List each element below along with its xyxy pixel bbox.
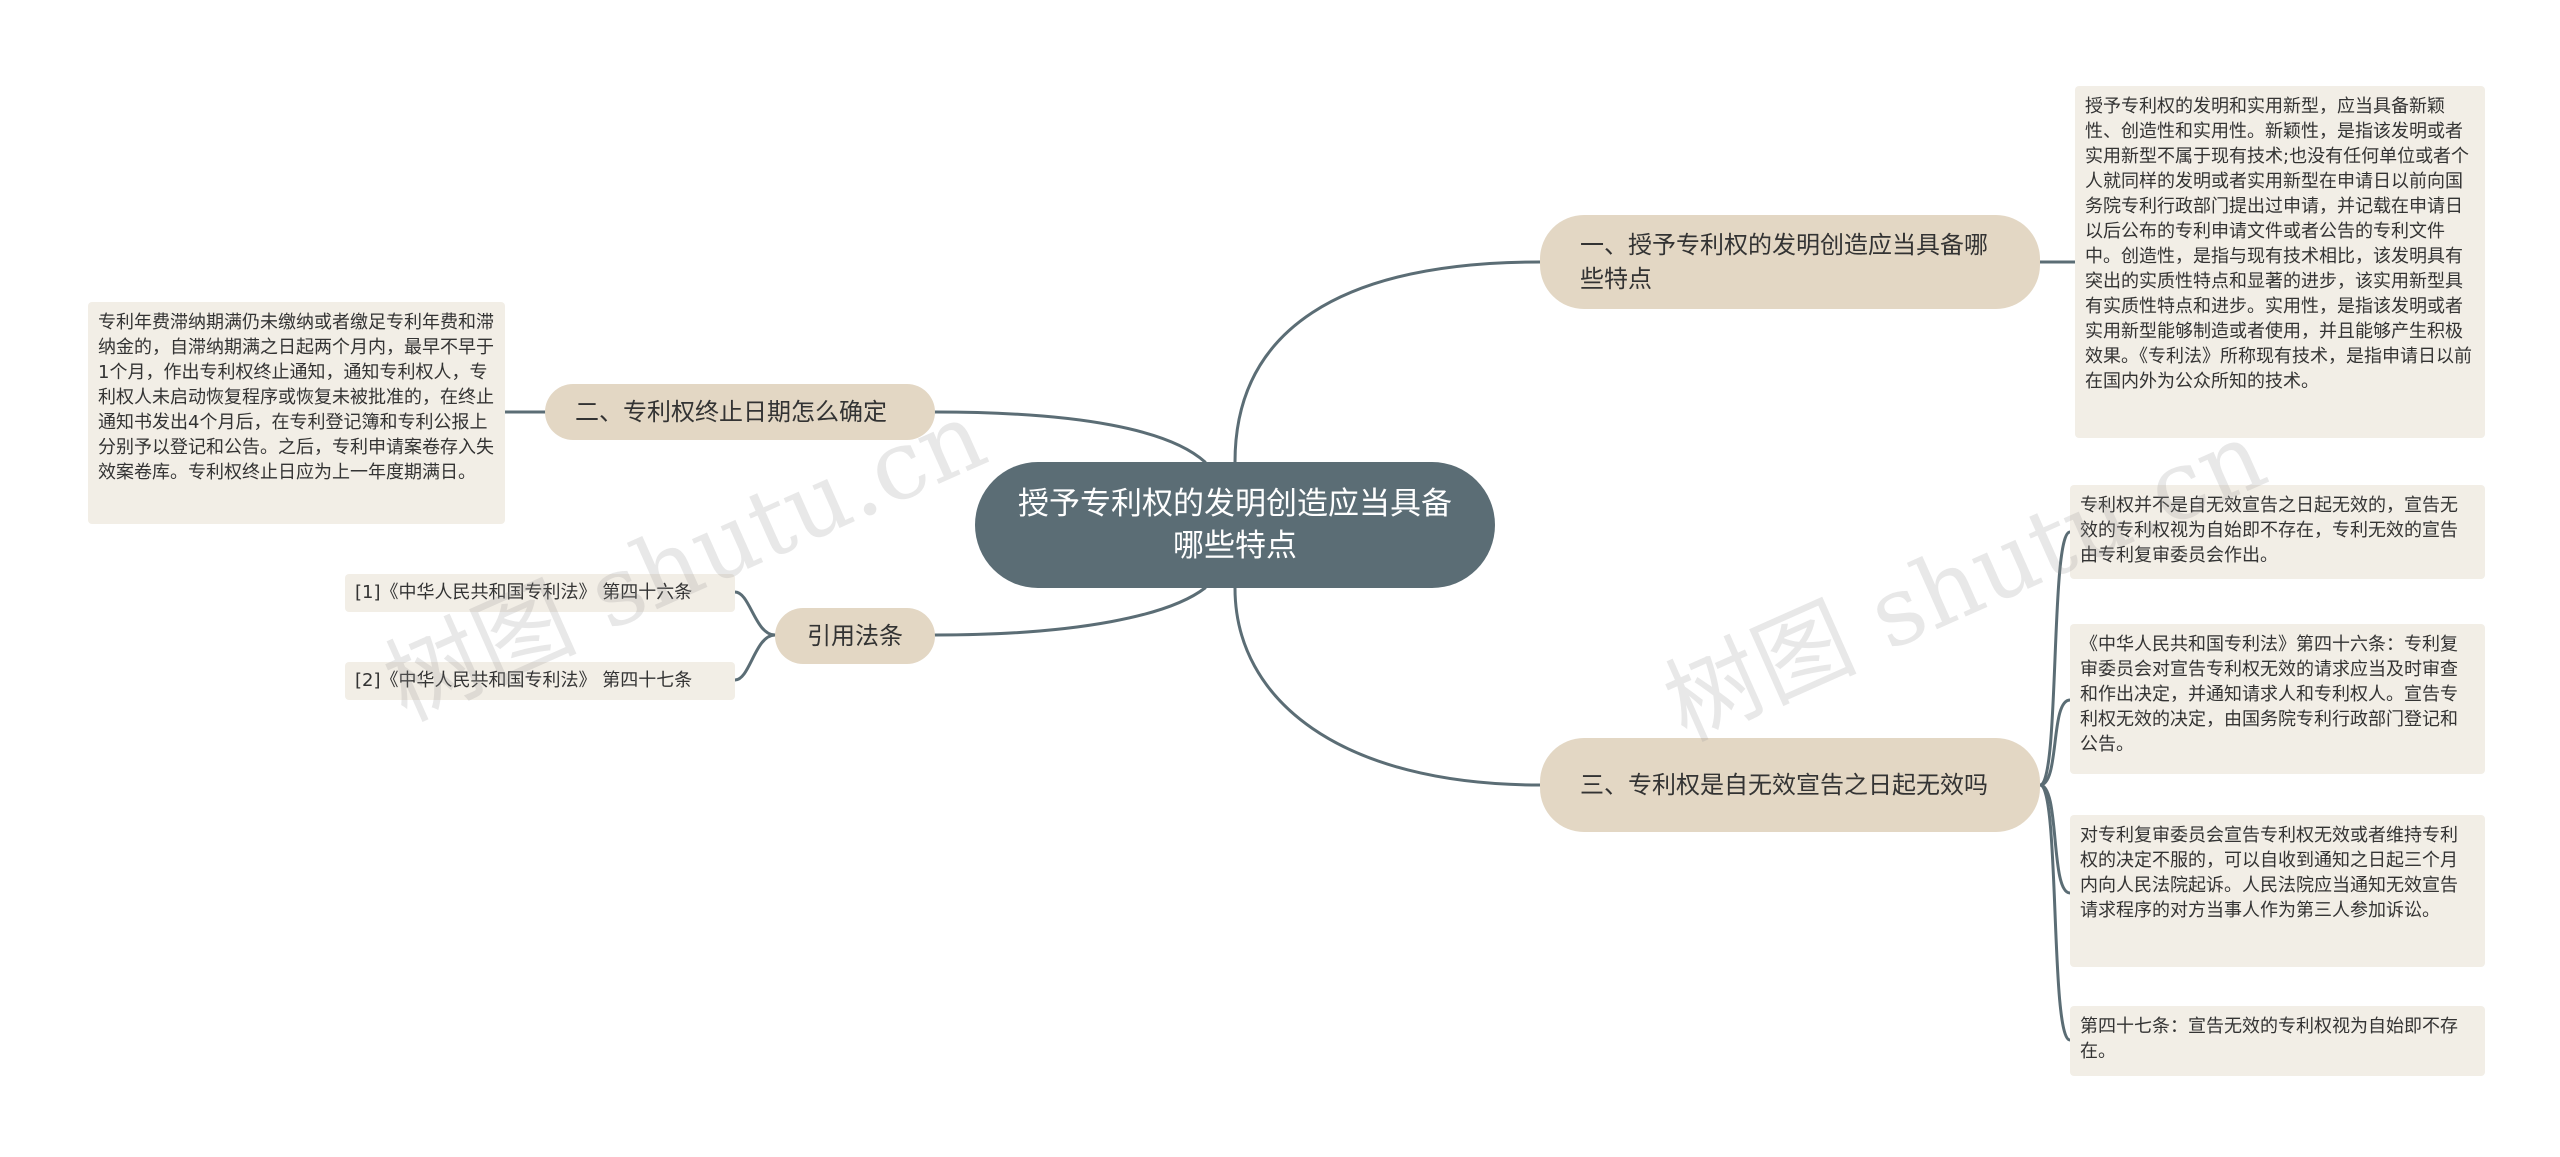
branch-4-leaf-1-text: 专利权并不是自无效宣告之日起无效的，宣告无效的专利权视为自始即不存在，专利无效的… xyxy=(2080,495,2458,566)
branch-2-leaf-1[interactable]: 专利年费滞纳期满仍未缴纳或者缴足专利年费和滞纳金的，自滞纳期满之日起两个月内，最… xyxy=(88,302,505,524)
link-root-b3 xyxy=(933,586,1207,637)
branch-3-topic[interactable]: 引用法条 xyxy=(775,608,935,664)
link-b3-cite2 xyxy=(733,633,777,682)
link-root-b1 xyxy=(1233,260,1542,464)
root-topic-label: 授予专利权的发明创造应当具备哪些特点 xyxy=(1018,486,1452,564)
citation-1[interactable]: [1]《中华人民共和国专利法》 第四十六条 xyxy=(345,574,735,612)
branch-2-leaf-1-text: 专利年费滞纳期满仍未缴纳或者缴足专利年费和滞纳金的，自滞纳期满之日起两个月内，最… xyxy=(98,312,494,483)
branch-1-leaf-1-text: 授予专利权的发明和实用新型，应当具备新颖性、创造性和实用性。新颖性，是指该发明或… xyxy=(2085,96,2472,392)
branch-4-leaf-4-text: 第四十七条：宣告无效的专利权视为自始即不存在。 xyxy=(2080,1016,2458,1062)
branch-4-leaf-4[interactable]: 第四十七条：宣告无效的专利权视为自始即不存在。 xyxy=(2070,1006,2485,1076)
root-topic[interactable]: 授予专利权的发明创造应当具备哪些特点 xyxy=(975,462,1495,588)
link-b4-leaf1 xyxy=(2038,530,2072,787)
link-b4-leaf4 xyxy=(2038,783,2072,1042)
branch-4-leaf-3[interactable]: 对专利复审委员会宣告专利权无效或者维持专利权的决定不服的，可以自收到通知之日起三… xyxy=(2070,815,2485,967)
citation-2[interactable]: [2]《中华人民共和国专利法》 第四十七条 xyxy=(345,662,735,700)
branch-2-label: 二、专利权终止日期怎么确定 xyxy=(575,398,887,426)
branch-4-leaf-3-text: 对专利复审委员会宣告专利权无效或者维持专利权的决定不服的，可以自收到通知之日起三… xyxy=(2080,825,2458,921)
link-b4-leaf2 xyxy=(2038,698,2072,787)
branch-1-topic[interactable]: 一、授予专利权的发明创造应当具备哪些特点 xyxy=(1540,215,2040,309)
link-root-b2 xyxy=(933,410,1207,464)
branch-2-topic[interactable]: 二、专利权终止日期怎么确定 xyxy=(545,384,935,440)
citation-2-text: [2]《中华人民共和国专利法》 第四十七条 xyxy=(355,670,693,691)
citation-1-text: [1]《中华人民共和国专利法》 第四十六条 xyxy=(355,582,693,603)
branch-4-topic[interactable]: 三、专利权是自无效宣告之日起无效吗 xyxy=(1540,738,2040,832)
link-root-b4 xyxy=(1233,586,1542,787)
branch-4-leaf-2-text: 《中华人民共和国专利法》第四十六条：专利复审委员会对宣告专利权无效的请求应当及时… xyxy=(2080,634,2458,755)
branch-4-label: 三、专利权是自无效宣告之日起无效吗 xyxy=(1580,771,1988,799)
branch-3-label: 引用法条 xyxy=(807,622,903,650)
link-b4-leaf3 xyxy=(2038,783,2072,895)
branch-1-label: 一、授予专利权的发明创造应当具备哪些特点 xyxy=(1580,231,1988,293)
branch-1-leaf-1[interactable]: 授予专利权的发明和实用新型，应当具备新颖性、创造性和实用性。新颖性，是指该发明或… xyxy=(2075,86,2485,438)
branch-4-leaf-1[interactable]: 专利权并不是自无效宣告之日起无效的，宣告无效的专利权视为自始即不存在，专利无效的… xyxy=(2070,485,2485,579)
link-b3-cite1 xyxy=(733,590,777,637)
branch-4-leaf-2[interactable]: 《中华人民共和国专利法》第四十六条：专利复审委员会对宣告专利权无效的请求应当及时… xyxy=(2070,624,2485,774)
